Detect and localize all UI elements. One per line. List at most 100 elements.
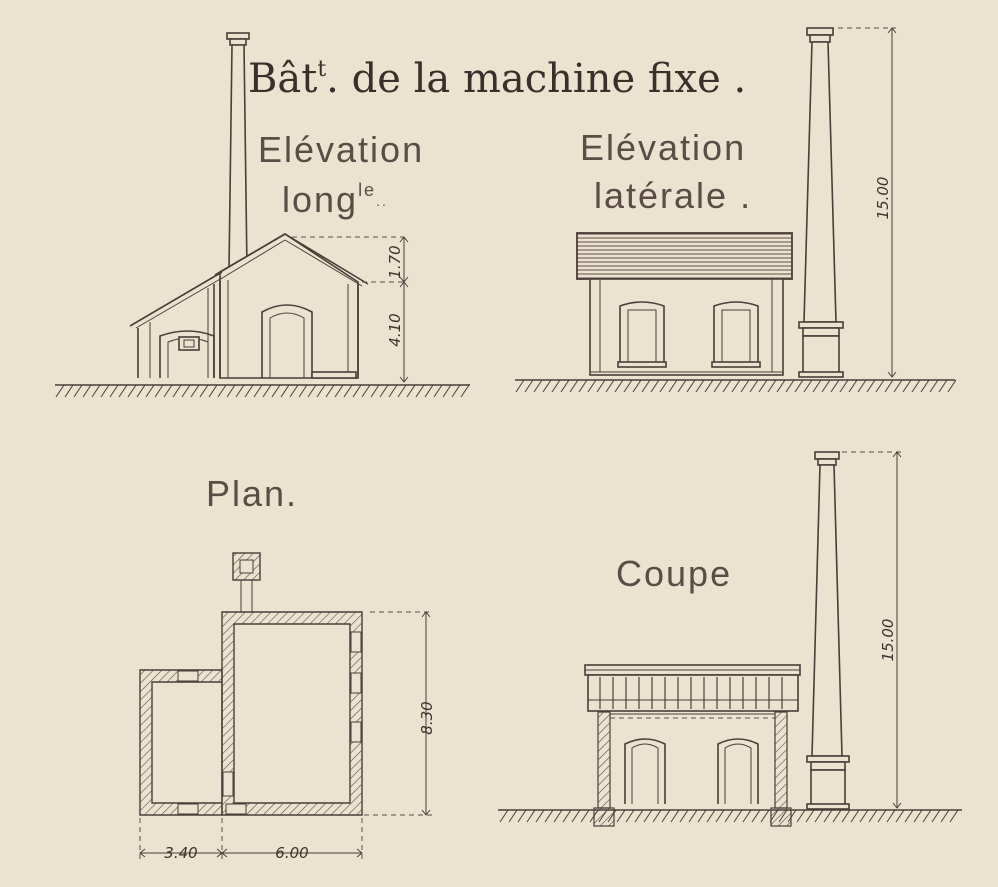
section-view: Coupe — [498, 451, 962, 827]
ground-hatch-line — [913, 809, 923, 823]
ground-hatch-line — [704, 379, 714, 393]
ground-hatch-line — [370, 384, 380, 398]
ground-hatch-line — [127, 384, 137, 398]
ground-hatch-line — [823, 809, 833, 823]
ground-hatch-line — [596, 379, 606, 393]
ground-hatch-line — [623, 379, 633, 393]
ground-hatch-line — [433, 384, 443, 398]
ground-hatch-line — [742, 809, 752, 823]
ground-hatch-line — [778, 809, 788, 823]
longitudinal-elevation-label-line2: longle.. — [282, 179, 388, 220]
ground-hatch-line — [199, 384, 209, 398]
roof-height-dimension: 1.70 — [386, 245, 404, 278]
chimney-section — [806, 451, 850, 810]
plan-width-right-dimension: 6.00 — [275, 844, 308, 862]
ground-hatch-line — [722, 379, 732, 393]
ground-hatch-line — [767, 379, 777, 393]
ground-hatch-line — [949, 809, 959, 823]
section-right-wall — [774, 711, 788, 809]
lateral-window-left — [617, 301, 667, 368]
ground-hatch-line — [172, 384, 182, 398]
ground-hatch-line — [859, 809, 869, 823]
lateral-elevation-label-line2: latérale . — [594, 175, 752, 216]
ground-hatch-line — [442, 384, 452, 398]
ground-hatch-line — [643, 809, 653, 823]
section-opening-right — [717, 738, 759, 804]
ground-hatch-line — [451, 384, 461, 398]
ground-hatch-line — [902, 379, 912, 393]
ground-hatch-line — [706, 809, 716, 823]
ground-hatch-line — [715, 809, 725, 823]
ground-hatch-line — [598, 809, 608, 823]
ground-hatch-line — [589, 809, 599, 823]
ground-hatch-line — [587, 379, 597, 393]
ground-hatch-line — [109, 384, 119, 398]
ground-hatch-line — [758, 379, 768, 393]
chimney-height-dimension-section: 15.00 — [879, 619, 897, 662]
ground-hatch-line — [866, 379, 876, 393]
drawing-title: Bâtt. de la machine fixe . — [248, 56, 746, 102]
ground-hatch-line — [731, 379, 741, 393]
ground-hatch-line — [388, 384, 398, 398]
ground-hatch-line — [670, 809, 680, 823]
ground-hatch-line — [524, 379, 534, 393]
ground-hatch-line — [751, 809, 761, 823]
ground-hatch-line — [460, 384, 470, 398]
ground-hatch-line — [424, 384, 434, 398]
ground-hatch-line — [668, 379, 678, 393]
ground-hatch-line — [776, 379, 786, 393]
ground-hatch-line — [884, 379, 894, 393]
ground-hatch-line — [73, 384, 83, 398]
ground-hatch-line — [334, 384, 344, 398]
ground-hatch-line — [922, 809, 932, 823]
lateral-window-right — [711, 301, 761, 368]
ground-hatch-line — [307, 384, 317, 398]
ground-hatch-line — [821, 379, 831, 393]
ground-hatch-line — [271, 384, 281, 398]
wall-height-dimension: 4.10 — [386, 313, 404, 346]
ground-hatch-line — [163, 384, 173, 398]
lateral-roof — [576, 232, 793, 280]
ground-hatch-line — [614, 379, 624, 393]
ground-hatch-line — [875, 379, 885, 393]
ground-hatch-line — [181, 384, 191, 398]
ground-hatch-line — [190, 384, 200, 398]
chimney-lateral — [798, 27, 844, 378]
ground-hatch-line — [605, 379, 615, 393]
ground-hatch-line — [280, 384, 290, 398]
ground-hatch-line — [652, 809, 662, 823]
ground-hatch-line — [857, 379, 867, 393]
ground-hatch-line — [661, 809, 671, 823]
section-label: Coupe — [616, 553, 732, 594]
longitudinal-elevation: Elévation longle.. — [55, 32, 470, 398]
ground-hatch-line — [832, 809, 842, 823]
ground-hatch-line — [814, 809, 824, 823]
ground-hatch-line — [415, 384, 425, 398]
ground-hatch-line — [352, 384, 362, 398]
ground-hatch-line — [841, 809, 851, 823]
ground-hatch-line — [616, 809, 626, 823]
ground-hatch-line — [316, 384, 326, 398]
ground-hatch-line — [938, 379, 948, 393]
ground-hatch-line — [688, 809, 698, 823]
ground-hatch-line — [733, 809, 743, 823]
section-roof-truss — [584, 664, 801, 712]
ground-hatch-line — [796, 809, 806, 823]
ground-hatch-line — [785, 379, 795, 393]
plan-width-left-dimension: 3.40 — [164, 844, 197, 862]
ground-hatch-line — [235, 384, 245, 398]
ground-hatch-line — [625, 809, 635, 823]
ground-hatch-line — [740, 379, 750, 393]
ground-hatch-line — [794, 379, 804, 393]
ground-hatch-line — [118, 384, 128, 398]
ground-hatch-line — [839, 379, 849, 393]
ground-hatch-line — [64, 384, 74, 398]
ground-hatch-line — [713, 379, 723, 393]
ground-hatch-line — [893, 379, 903, 393]
chimney-longitudinal — [226, 32, 250, 271]
ground-hatch-line — [607, 809, 617, 823]
ground-hatch-line — [244, 384, 254, 398]
ground-hatch-line — [533, 379, 543, 393]
ground-hatch-line — [551, 379, 561, 393]
